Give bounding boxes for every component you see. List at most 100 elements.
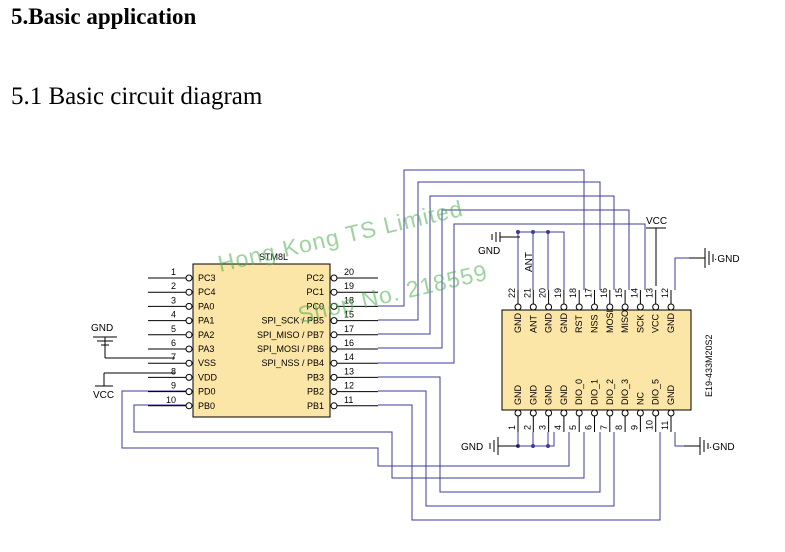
module-bottom-pin-number: 4 <box>553 425 563 430</box>
mcu-left-pin-label: PC4 <box>198 287 216 297</box>
mcu-right-pin-number: 11 <box>344 395 353 405</box>
gnd-label-module-top-right: ·GND <box>714 254 740 265</box>
module-bottom-pin-label: DIO_0 <box>574 379 584 405</box>
module-bottom-pin-label: DIO_3 <box>620 379 630 405</box>
module-bottom-pin-number: 10 <box>645 420 655 430</box>
mcu-left-pin-label: PB0 <box>198 401 215 411</box>
mcu-right-pin-dot <box>330 359 338 367</box>
module-top-pin-label: MISO <box>620 310 630 333</box>
mcu-left-pin-label: VSS <box>198 358 216 368</box>
module-top-pin-dot <box>591 303 598 311</box>
mcu-right-pin-dot <box>330 331 338 339</box>
mcu-right-pin-number: 15 <box>344 310 354 320</box>
mcu-left-pin-dot <box>185 359 193 367</box>
module-bottom-pin-dot <box>575 409 583 417</box>
wire-trace <box>378 195 615 335</box>
module-bottom-pin-number: 8 <box>614 425 624 430</box>
mcu-right-pin-label: PC1 <box>306 287 324 297</box>
module-top-pin-number: 12 <box>660 288 670 298</box>
mcu-chip <box>192 263 331 418</box>
module-top-pin-number: 15 <box>614 288 624 298</box>
mcu-right-pin-dot <box>330 345 338 353</box>
module-bottom-pin-label: GND <box>513 385 523 406</box>
mcu-right-pin-label: PC0 <box>306 301 324 311</box>
mcu-left-pin-label: VDD <box>198 372 218 382</box>
watermark-line1: Hong Kong TS Limited <box>215 195 465 277</box>
module-bottom-pin-label: GND <box>559 385 569 406</box>
module-chip <box>501 309 692 411</box>
mcu-left-pin-number: 2 <box>171 281 176 291</box>
module-top-pin-label: GND <box>666 313 676 334</box>
mcu-right-pin-label: PB1 <box>307 401 324 411</box>
mcu-left-pin-dot <box>185 402 193 410</box>
module-top-pin-dot <box>606 303 614 311</box>
module-top-pin-dot <box>545 303 553 311</box>
wire-junction-dot <box>516 230 520 234</box>
mcu-left-pin-number: 9 <box>171 381 176 391</box>
module-bottom-pin-number: 3 <box>538 425 548 430</box>
mcu-left-pin-label: PC3 <box>198 273 216 283</box>
module-bottom-pin-number: 2 <box>522 425 532 430</box>
module-top-pin-label: GND <box>559 313 569 334</box>
mcu-left-pin-number: 6 <box>171 338 176 348</box>
mcu-right-pin-number: 14 <box>344 352 354 362</box>
module-bottom-pin-label: NC <box>635 392 645 405</box>
mcu-right-pin-number: 17 <box>344 324 354 334</box>
module-top-pin-dot <box>529 303 537 311</box>
module-top-pin-dot <box>652 303 660 311</box>
module-top-pin-number: 16 <box>599 288 609 298</box>
wire-trace <box>378 404 661 521</box>
module-bottom-pin-number: 7 <box>599 425 609 430</box>
mcu-left-pin-dot <box>185 274 193 282</box>
module-bottom-pin-dot <box>606 409 614 417</box>
module-top-pin-label: GND <box>544 313 554 334</box>
wire-trace <box>378 223 646 364</box>
mcu-right-pin-dot <box>330 274 338 282</box>
mcu-left-pin-dot <box>185 345 193 353</box>
gnd-label-mcu: GND <box>91 323 113 334</box>
mcu-right-pin-label: PC2 <box>306 273 324 283</box>
wire-trace <box>517 231 565 290</box>
module-bottom-pin-label: GND <box>544 385 554 406</box>
pins: 1PC32PC43PA04PA15PA26PA37VSS8VDD9PD010PB… <box>148 230 676 448</box>
mcu-left-pin-label: PA2 <box>198 330 214 340</box>
module-bottom-pin-label: GND <box>666 385 676 406</box>
wires <box>121 169 689 521</box>
mcu-right-pin-label: SPI_NSS / PB4 <box>261 358 324 368</box>
module-top-pin-number: 22 <box>507 288 517 298</box>
mcu-right-pin-dot <box>330 302 338 310</box>
subsection-title: 5.1 Basic circuit diagram <box>11 83 263 110</box>
module-top-pin-dot <box>560 303 568 311</box>
section-title: 5.Basic application <box>11 4 197 29</box>
module-bottom-pin-dot <box>652 409 660 417</box>
module-top-pin-dot <box>667 303 675 311</box>
wire-junction-dot <box>531 444 535 448</box>
module-top-pin-label: VCC <box>651 313 661 333</box>
vcc-label-module: VCC <box>646 216 667 227</box>
wire-trace <box>378 390 615 507</box>
mcu-left-pin-label: PA0 <box>198 301 214 311</box>
mcu-left-pin-dot <box>185 373 193 381</box>
wire-trace <box>517 432 555 447</box>
module-top-pin-number: 20 <box>538 288 548 298</box>
module-bottom-pin-dot <box>560 409 568 417</box>
module-top-pin-number: 17 <box>584 288 594 298</box>
mcu-left-pin-label: PA3 <box>198 344 214 354</box>
gnd-label-module-bottom-right: ·GND <box>709 442 735 453</box>
module-top-pin-label: ANT <box>528 314 538 333</box>
vcc-label-mcu: VCC <box>93 390 114 401</box>
module-bottom-pin-label: DIO_5 <box>651 379 661 405</box>
module-bottom-pin-label: DIO_2 <box>605 379 615 405</box>
mcu-right-pin-label: SPI_MOSI / PB6 <box>257 344 324 354</box>
mcu-left-pin-dot <box>185 288 193 296</box>
mcu-right-pin-label: PB2 <box>307 387 324 397</box>
wire-trace <box>674 257 689 290</box>
mcu-left-pin-number: 1 <box>171 267 176 277</box>
gnd-label-module-top-left: GND <box>478 246 500 257</box>
module-top-pin-number: 19 <box>553 288 563 298</box>
module-top-pin-dot <box>636 303 644 311</box>
mcu-right-pin-number: 13 <box>344 366 354 376</box>
module-bottom-pin-number: 5 <box>568 425 578 430</box>
mcu-left-pin-label: PA1 <box>198 316 214 326</box>
mcu-right-pin-label: SPI_SCK / PB5 <box>261 316 324 326</box>
